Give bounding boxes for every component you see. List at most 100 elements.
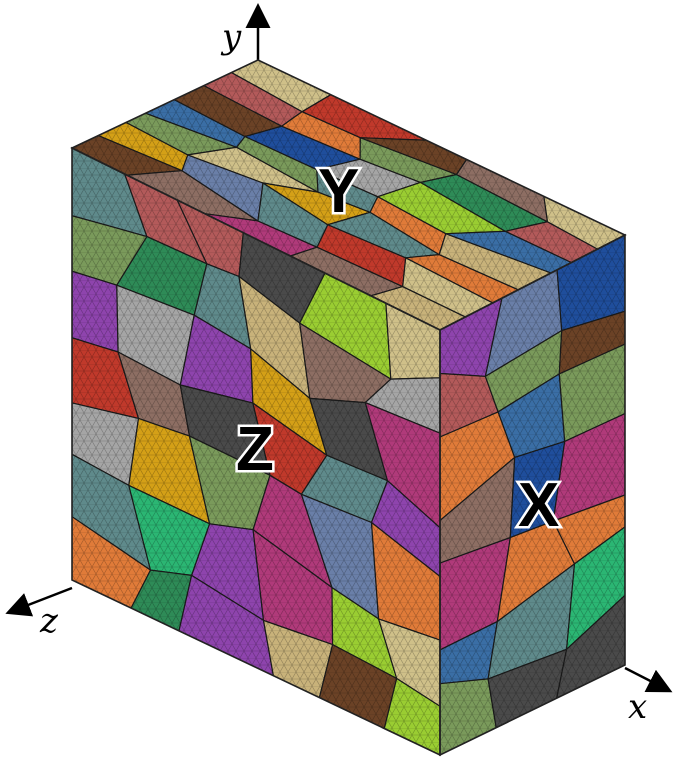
grain-mesh [553,413,625,522]
grain-mesh [72,148,147,237]
grain-mesh [257,183,328,248]
grain-mesh [118,352,190,437]
z-axis [5,586,73,617]
grain-mesh [440,411,515,521]
grain-mesh [485,330,562,412]
grain-mesh [189,436,270,530]
grain-mesh [180,385,270,476]
grain-mesh [566,526,625,650]
grain-mesh [440,298,502,377]
grain-mesh [204,213,318,256]
grain-mesh [72,402,139,486]
grain-mesh [440,457,515,564]
front-face [72,148,440,755]
grain-mesh [128,418,210,524]
grain-mesh [299,273,391,380]
grain-mesh [559,344,625,442]
grain-mesh [365,377,440,434]
grain-mesh [194,263,251,349]
grain-mesh [179,575,274,676]
grain-mesh [370,286,466,330]
z-axis-label: z [39,601,59,641]
grain-mesh [445,231,572,273]
grain-mesh [319,644,397,729]
side-face-label: X [518,471,559,540]
grain-mesh [420,174,548,232]
grain-mesh [440,678,497,755]
grain-mesh [204,72,303,127]
grain-mesh [332,587,397,679]
top-face [72,60,625,330]
grain-mesh [299,323,391,403]
grain-mesh [72,337,139,419]
grain-mesh [327,212,440,258]
grain-mesh [253,529,333,645]
grain-mesh [180,315,253,404]
grain-mesh [377,182,506,234]
grain-mesh [236,136,318,193]
grain-mesh [250,348,327,456]
grain-mesh [371,522,440,641]
grain-mesh [290,247,403,296]
grain-mesh [126,113,237,155]
grain-mesh [505,221,598,263]
grain-mesh [440,621,498,684]
grain-mesh [145,99,245,148]
grain-mesh [497,521,575,622]
grain-mesh [440,373,499,437]
grain-mesh [309,398,388,481]
grain-mesh [98,122,188,171]
grain-mesh [498,373,565,458]
grain-mesh [124,174,207,264]
grain-mesh [371,480,440,577]
grain-mesh [385,303,440,380]
grain-mesh [317,224,406,287]
grain-mesh [456,159,548,222]
grain-mesh [301,455,388,523]
grain-mesh [239,232,325,324]
grain-mesh [360,137,457,183]
grain-mesh [245,126,361,170]
grain-mesh [72,215,147,286]
grain-mesh [174,85,282,137]
grain-mesh [253,475,332,588]
grain-mesh [316,159,421,197]
grain-mesh [191,523,264,621]
grain-mesh [405,254,519,303]
grain-mesh [543,196,625,250]
grain-mesh [488,649,567,728]
grain-mesh [131,570,192,631]
grain-mesh [281,111,361,160]
grain-mesh [301,494,379,619]
grain-mesh [402,257,493,317]
grain-mesh [488,563,575,679]
grain-mesh [553,495,625,564]
grain-mesh [557,235,625,331]
grain-mesh [116,285,195,385]
grain-mesh [302,94,427,141]
grain-mesh [263,620,333,698]
grain-mesh [365,402,440,528]
grain-mesh [559,311,625,374]
grain-mesh [231,60,331,112]
side-face [440,235,625,755]
grain-mesh [510,441,565,538]
grain-mesh [187,147,318,193]
grain-mesh [439,233,552,290]
grain-mesh [72,454,151,571]
y-axis-label: y [220,17,242,57]
grain-mesh [72,516,151,609]
grain-mesh [370,196,446,255]
grain-mesh [127,170,258,221]
grain-mesh [72,135,183,176]
grain-mesh [116,236,207,316]
x-axis [624,666,673,693]
grain-mesh [440,537,511,650]
grain-mesh [177,200,244,277]
grain-mesh [239,276,310,399]
grain-mesh [182,154,263,221]
front-face-label: Z [236,415,274,484]
grain-mesh [384,678,440,755]
x-axis-label: x [628,687,647,727]
